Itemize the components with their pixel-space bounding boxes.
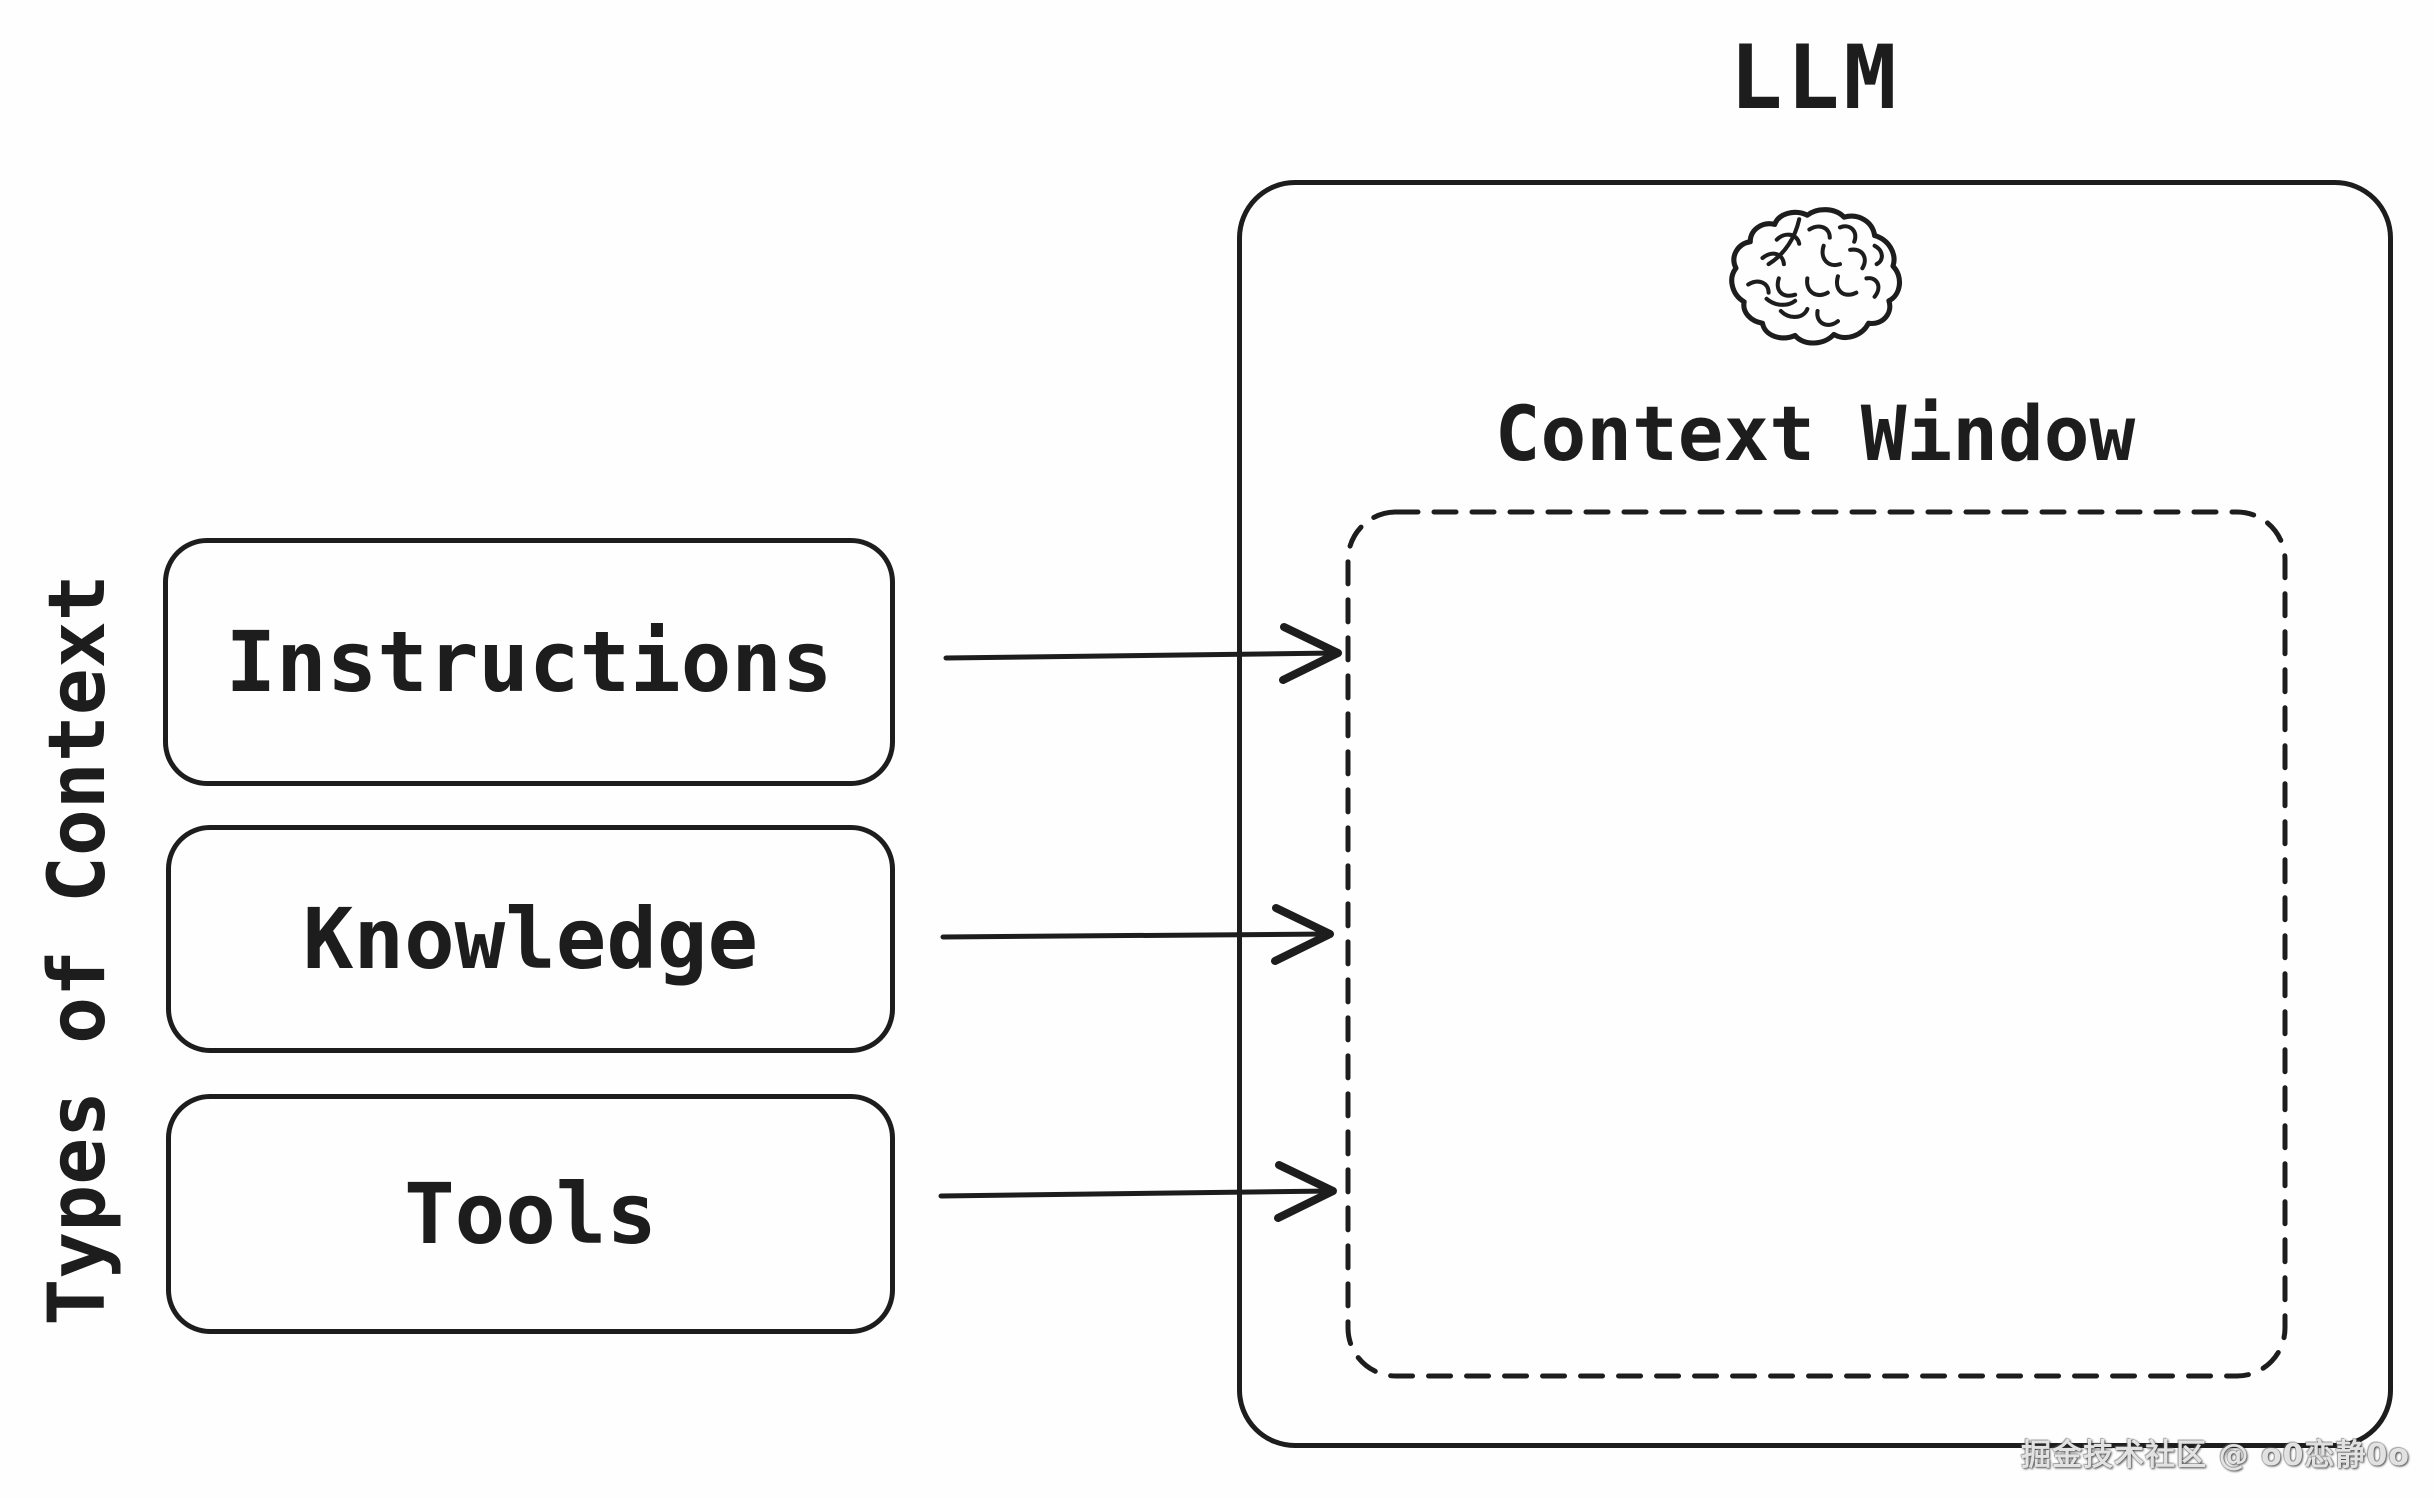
instructions-box-label: Instructions <box>225 613 833 711</box>
knowledge-box-label: Knowledge <box>302 890 759 988</box>
llm-box <box>1237 180 2393 1448</box>
instructions-box: Instructions <box>163 538 895 786</box>
knowledge-box: Knowledge <box>166 825 895 1053</box>
context-window-label: Context Window <box>1494 389 2136 478</box>
tools-box: Tools <box>166 1094 895 1334</box>
watermark-text: 掘金技术社区 @ o0恋静0o <box>2021 1438 2410 1473</box>
llm-title: LLM <box>1729 26 1901 129</box>
tools-box-label: Tools <box>404 1165 657 1263</box>
types-of-context-label: Types of Context <box>33 574 123 1326</box>
brain-icon <box>1713 205 1918 363</box>
